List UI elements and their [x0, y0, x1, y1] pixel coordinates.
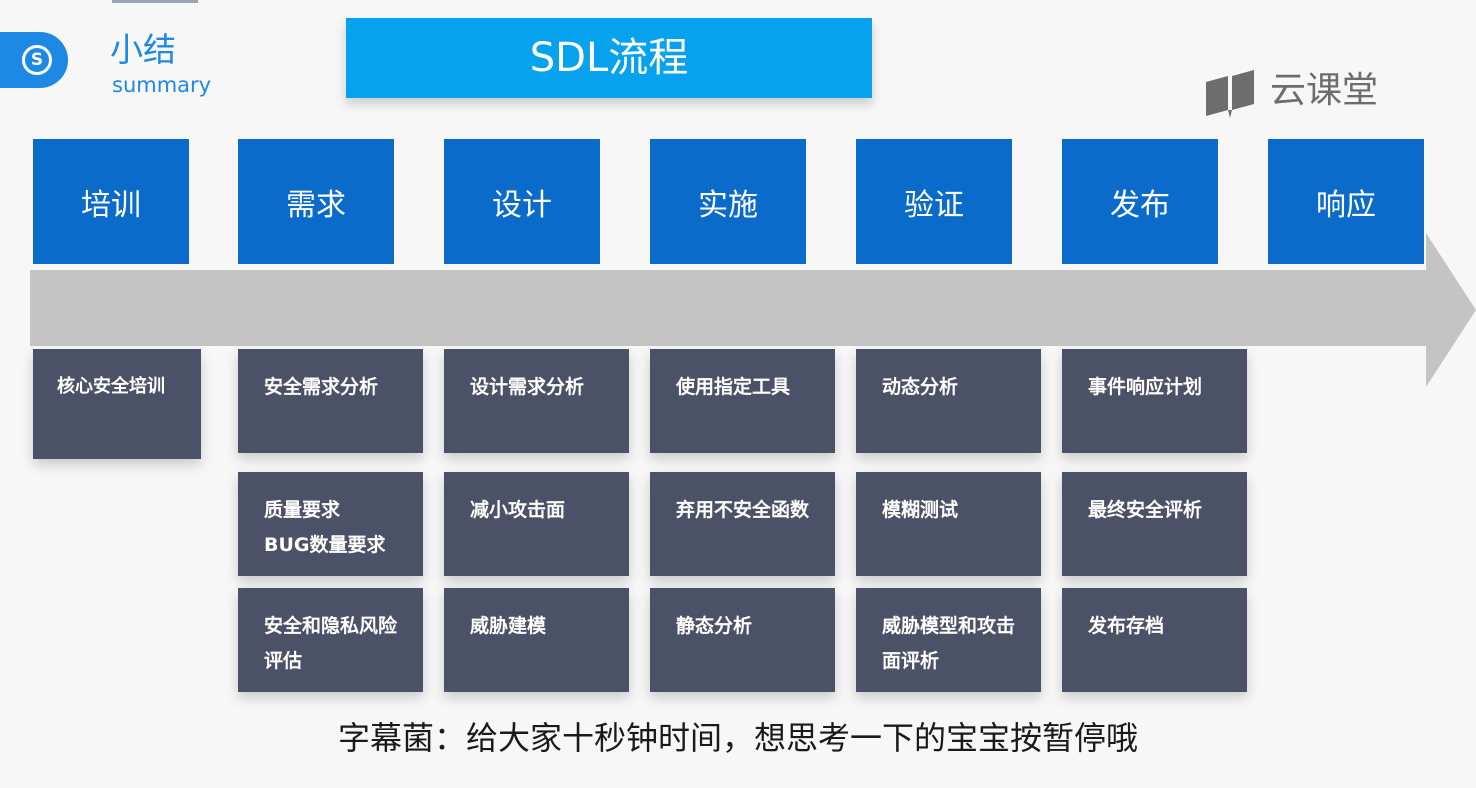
book-icon: [1206, 70, 1254, 118]
activity-card: 发布存档: [1062, 588, 1247, 692]
activity-card: 静态分析: [650, 588, 835, 692]
watermark: 云课堂: [1204, 64, 1394, 120]
summary-title: 小结: [110, 30, 176, 69]
activity-card: 弃用不安全函数: [650, 472, 835, 576]
activity-card: 威胁建模: [444, 588, 629, 692]
activity-card: 模糊测试: [856, 472, 1041, 576]
phase-box: 响应: [1268, 139, 1424, 264]
activity-card: 威胁模型和攻击 面评析: [856, 588, 1041, 692]
timeline-arrow: [30, 233, 1476, 387]
activity-card: 安全和隐私风险 评估: [238, 588, 423, 692]
main-title-banner: SDL流程: [346, 18, 872, 98]
activity-card: 安全需求分析: [238, 349, 423, 453]
subtitle-caption: 字幕菌：给大家十秒钟时间，想思考一下的宝宝按暂停哦: [337, 719, 1138, 757]
phase-box: 需求: [238, 139, 394, 264]
activity-card: 减小攻击面: [444, 472, 629, 576]
activity-card: 动态分析: [856, 349, 1041, 453]
phase-box: 实施: [650, 139, 806, 264]
watermark-text: 云课堂: [1270, 70, 1379, 111]
summary-subtitle: summary: [112, 73, 212, 97]
activity-card: 最终安全评析: [1062, 472, 1247, 576]
s-circle-icon: S: [22, 45, 52, 75]
phase-box: 验证: [856, 139, 1012, 264]
activity-card: 核心安全培训: [33, 349, 201, 459]
activity-card: 事件响应计划: [1062, 349, 1247, 453]
phase-box: 设计: [444, 139, 600, 264]
activity-card: 使用指定工具: [650, 349, 835, 453]
activity-card: 质量要求 BUG数量要求: [238, 472, 423, 576]
phase-box: 发布: [1062, 139, 1218, 264]
summary-badge: S: [0, 32, 68, 88]
top-edge-line: [112, 0, 198, 3]
activity-card: 设计需求分析: [444, 349, 629, 453]
phase-box: 培训: [33, 139, 189, 264]
